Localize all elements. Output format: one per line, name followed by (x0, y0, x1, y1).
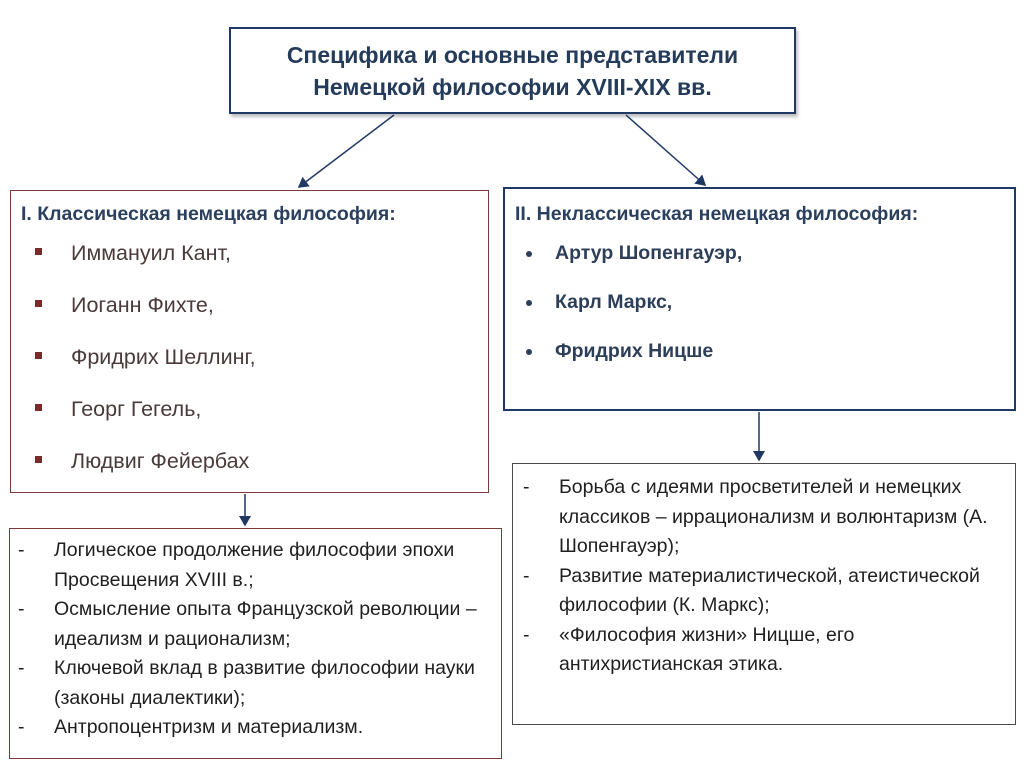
characteristic-text: Ключевой вклад в развитие философии наук… (54, 657, 475, 709)
dash-marker: - (18, 716, 25, 738)
nonclassical-characteristics-box: - Борьба с идеями просветителей и немецки… (512, 463, 1016, 725)
list-item: Карл Маркс, (515, 288, 1014, 337)
dash-marker: - (18, 539, 25, 561)
classical-characteristics-list: - Логическое продолжение философии эпохи … (18, 536, 493, 743)
characteristic-text: Борьба с идеями просветителей и немецких… (559, 476, 988, 557)
dash-marker: - (18, 657, 25, 679)
list-item: Иммануил Кант, (21, 233, 488, 285)
list-item: - Развитие материалистической, атеистичес… (523, 562, 1007, 621)
list-item: - Ключевой вклад в развитие философии нау… (18, 654, 493, 713)
philosopher-name: Фридрих Ницше (555, 340, 714, 362)
square-bullet-icon (35, 352, 42, 359)
square-bullet-icon (35, 248, 42, 255)
list-item: Иоганн Фихте, (21, 285, 488, 337)
round-bullet-icon (526, 349, 532, 355)
list-item: Артур Шопенгауэр, (515, 239, 1014, 288)
list-item: Людвиг Фейербах (21, 441, 488, 493)
philosopher-name: Иоганн Фихте, (71, 293, 214, 317)
square-bullet-icon (35, 456, 42, 463)
list-item: - Осмысление опыта Французской революции … (18, 595, 493, 654)
characteristic-text: Логическое продолжение философии эпохи П… (54, 539, 455, 591)
characteristic-text: Осмысление опыта Французской революции –… (54, 598, 477, 650)
classical-characteristics-box: - Логическое продолжение философии эпохи … (9, 528, 502, 759)
nonclassical-heading: II. Неклассическая немецкая философия: (515, 203, 919, 225)
classical-heading: I. Классическая немецкая философия: (21, 203, 396, 225)
arrow-title-to-nonclassical (625, 114, 707, 186)
round-bullet-icon (526, 251, 532, 257)
philosopher-name: Георг Гегель, (71, 397, 202, 421)
dash-marker: - (18, 598, 25, 620)
nonclassical-characteristics-list: - Борьба с идеями просветителей и немецки… (523, 473, 1007, 680)
list-item: - «Философия жизни» Ницше, его антихристи… (523, 621, 1007, 680)
nonclassical-philosophers-list: Артур Шопенгауэр, Карл Маркс, Фридрих Ни… (515, 239, 1014, 386)
classical-philosophy-box: I. Классическая немецкая философия: Имма… (10, 190, 489, 493)
philosopher-name: Иммануил Кант, (71, 241, 231, 265)
round-bullet-icon (526, 300, 532, 306)
arrow-title-to-classical (297, 114, 395, 188)
title-line-1: Специфика и основные представители (286, 41, 739, 68)
list-item: - Борьба с идеями просветителей и немецки… (523, 473, 1007, 562)
philosopher-name: Фридрих Шеллинг, (71, 345, 256, 369)
characteristic-text: Развитие материалистической, атеистическ… (559, 564, 980, 617)
classical-philosophers-list: Иммануил Кант, Иоганн Фихте, Фридрих Шел… (21, 233, 488, 493)
philosopher-name: Карл Маркс, (555, 291, 673, 313)
square-bullet-icon (35, 300, 42, 307)
title-line-2: Немецкой философии XVIII-XIX вв. (313, 73, 712, 100)
philosopher-name: Артур Шопенгауэр, (555, 242, 743, 264)
dash-marker: - (523, 476, 530, 498)
list-item: Георг Гегель, (21, 389, 488, 441)
list-item: - Логическое продолжение философии эпохи … (18, 536, 493, 595)
characteristic-text: Антропоцентризм и материализм. (54, 716, 364, 738)
dash-marker: - (523, 564, 530, 587)
title-box: Специфика и основные представители Немец… (229, 27, 796, 114)
nonclassical-philosophy-box: II. Неклассическая немецкая философия: А… (503, 187, 1016, 411)
list-item: - Антропоцентризм и материализм. (18, 713, 493, 743)
dash-marker: - (523, 623, 530, 646)
characteristic-text: «Философия жизни» Ницше, его антихристиа… (559, 623, 855, 676)
list-item: Фридрих Ницше (515, 337, 1014, 386)
philosopher-name: Людвиг Фейербах (71, 449, 250, 473)
list-item: Фридрих Шеллинг, (21, 337, 488, 389)
square-bullet-icon (35, 404, 42, 411)
